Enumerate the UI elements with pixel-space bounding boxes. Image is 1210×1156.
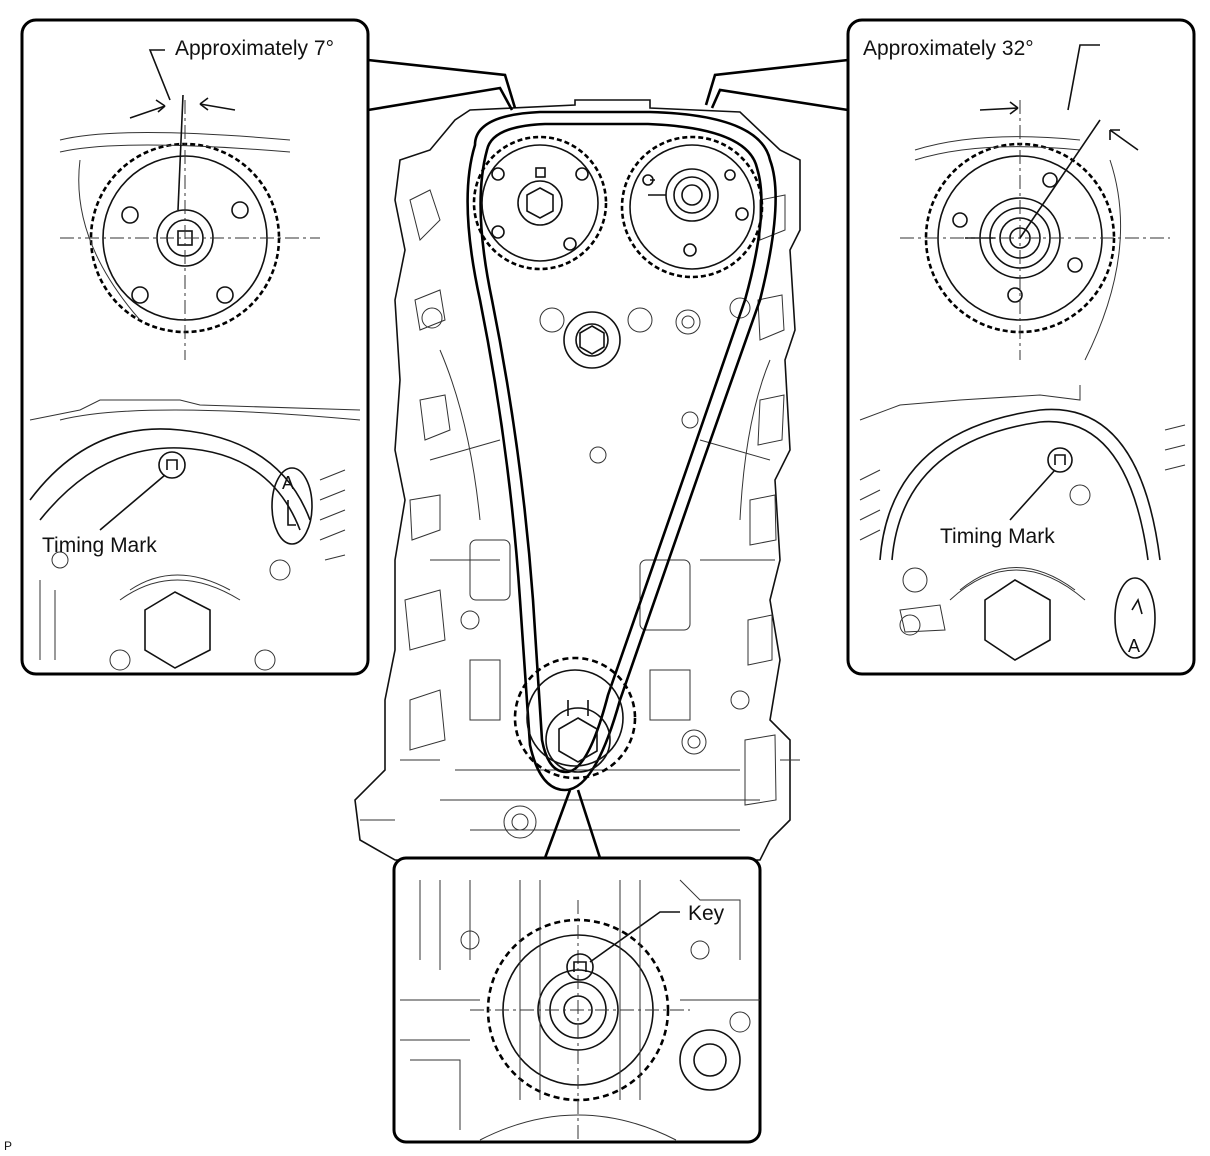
left-angle-label-bg [168,32,364,62]
crankshaft-sprocket [513,656,637,780]
callout-leaders [367,58,849,859]
right-angle-label: Approximately 32° [863,37,1034,60]
mark-a-left: A [282,473,294,493]
panel-crankshaft-detail [392,856,762,1144]
engine-block [354,99,801,861]
intake-camshaft-sprocket [472,135,608,271]
right-timing-mark-label: Timing Mark [940,525,1055,548]
corner-code: P [4,1139,12,1153]
left-angle-label: Approximately 7° [175,37,334,60]
panel-exhaust-detail [846,18,1196,676]
key-label: Key [688,902,725,925]
exhaust-camshaft-sprocket [620,135,764,279]
panel-intake-detail [20,18,370,676]
mark-a-right: A [1128,636,1140,656]
right-angle-label-bg [858,32,1072,62]
left-timing-mark-label: Timing Mark [42,534,157,557]
